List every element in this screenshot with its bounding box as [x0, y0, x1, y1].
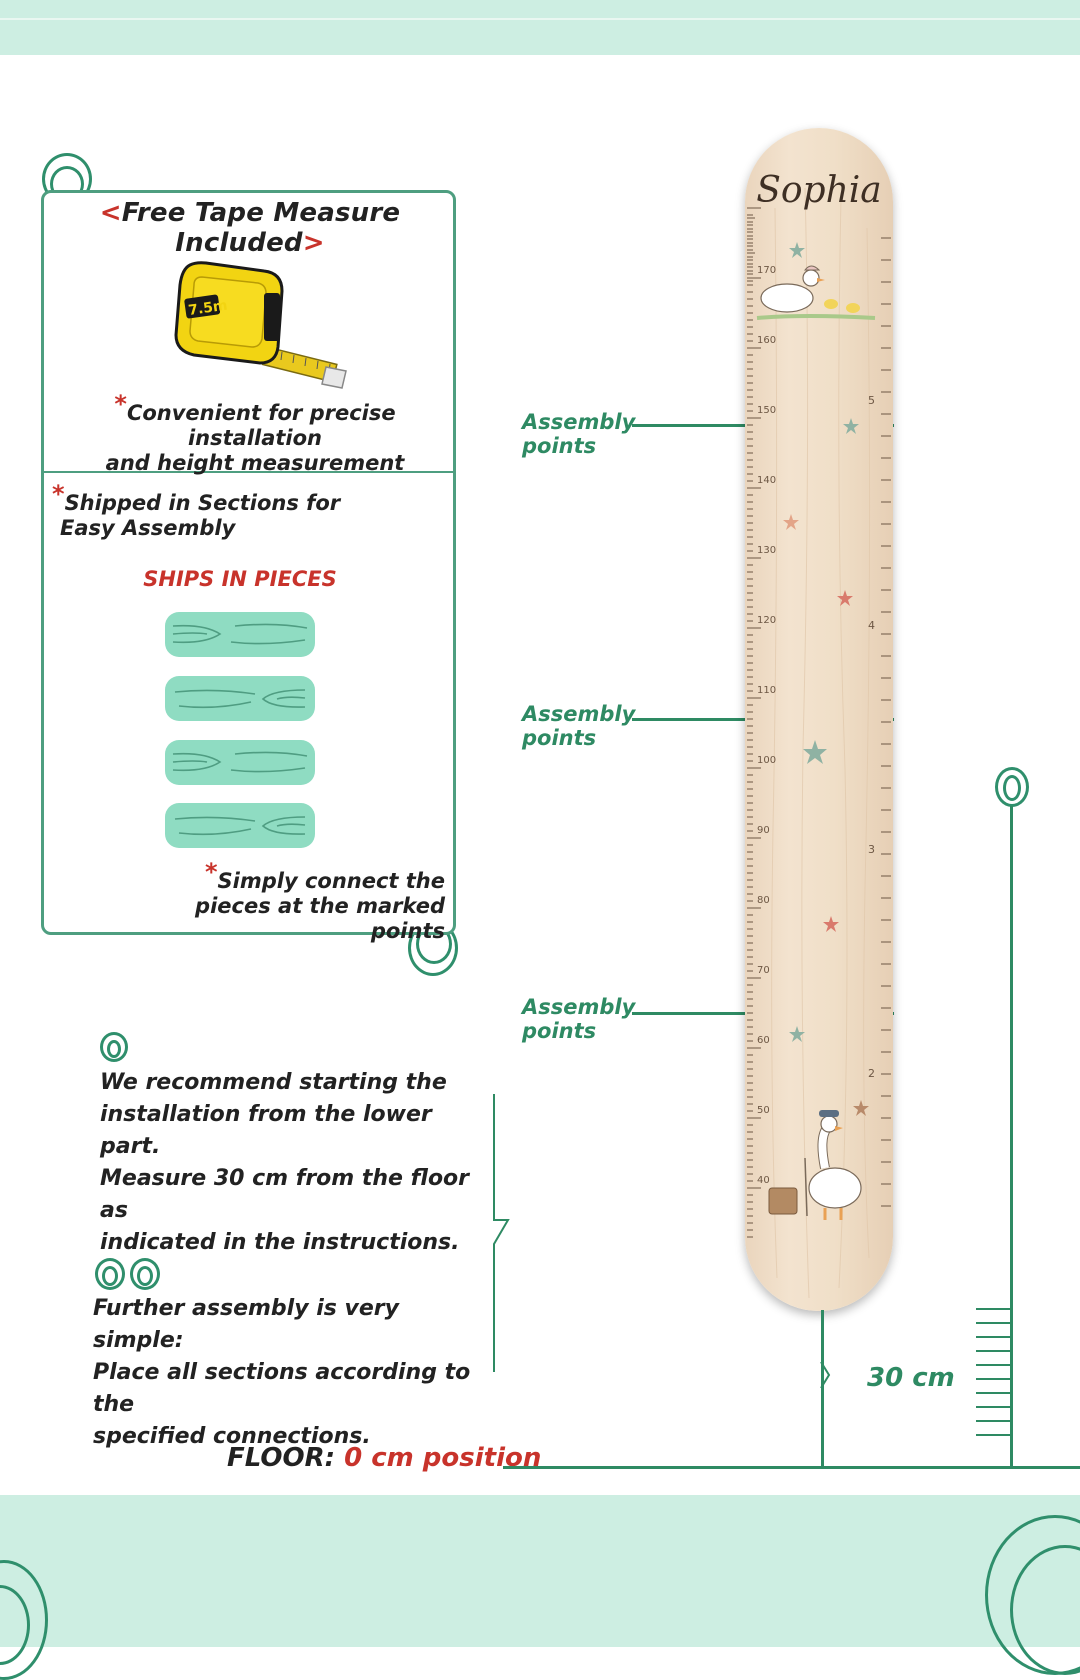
- assembly-3-line2: points: [522, 1019, 597, 1043]
- cm-mark-70: 70: [757, 965, 770, 976]
- floor-label: FLOOR: 0 cm position: [227, 1443, 541, 1473]
- step2-ring-b-icon: [130, 1258, 160, 1290]
- step2-ring-a-icon: [95, 1258, 125, 1290]
- right-tick-9: [976, 1420, 1010, 1422]
- simply-asterisk: *: [204, 858, 218, 886]
- cm-mark-120: 120: [757, 615, 777, 626]
- title-bracket-close: >: [302, 228, 325, 258]
- recommend-line3: Measure 30 cm from the floor as: [100, 1166, 470, 1223]
- recommend-line4: indicated in the instructions.: [100, 1230, 460, 1255]
- assembly-1-line2: points: [522, 434, 597, 458]
- convenient-note: *Convenient for precise installation and…: [60, 392, 450, 476]
- tape-title: <Free Tape Measure Included>: [50, 198, 450, 258]
- info-box-divider: [41, 471, 456, 473]
- small-brace-icon: [820, 1361, 831, 1389]
- simply-line1: Simply connect the: [217, 869, 445, 893]
- shipped-line2: Easy Assembly: [60, 516, 236, 540]
- right-tick-8: [976, 1406, 1010, 1408]
- convenient-asterisk: *: [114, 390, 127, 418]
- ships-in-pieces-label: SHIPS IN PIECES: [143, 567, 337, 591]
- cm-mark-140: 140: [757, 475, 777, 486]
- simply-connect-note: *Simply connect the pieces at the marked…: [130, 860, 445, 944]
- assembly-3-line1: Assembly: [522, 995, 636, 1019]
- assembly-2-line2: points: [522, 726, 597, 750]
- assembly-1-line1: Assembly: [522, 410, 636, 434]
- floor-label-text: FLOOR:: [227, 1443, 336, 1473]
- right-tick-4: [976, 1350, 1010, 1352]
- step1-ring-inner-icon: [107, 1040, 121, 1058]
- shipped-note: *Shipped in Sections for Easy Assembly: [52, 482, 382, 541]
- step2-ring-b-inner-icon: [137, 1266, 153, 1286]
- right-tick-3: [976, 1336, 1010, 1338]
- assembly-2-line1: Assembly: [522, 702, 636, 726]
- ruler-ticks: [747, 207, 891, 1238]
- ft-mark-5: 5: [868, 394, 875, 407]
- floor-line: [503, 1466, 1080, 1469]
- recommend-line2: installation from the lower part.: [100, 1102, 432, 1159]
- wood-grain-3-icon: [172, 751, 308, 773]
- wood-grain-icon: [747, 187, 876, 1299]
- right-tick-1: [976, 1308, 1010, 1310]
- shipped-asterisk: *: [52, 480, 65, 508]
- bottom-band: [0, 1495, 1080, 1647]
- right-tick-2: [976, 1322, 1010, 1324]
- cm-mark-40: 40: [757, 1175, 770, 1186]
- further-line2: Place all sections according to the: [93, 1360, 471, 1417]
- piece-1-icon: [165, 612, 315, 657]
- convenient-line2: and height measurement: [105, 451, 405, 475]
- right-pole-line: [1010, 806, 1013, 1468]
- cm-mark-90: 90: [757, 825, 770, 836]
- cm-mark-170: 170: [757, 265, 777, 276]
- top-band: [0, 0, 1080, 55]
- ft-mark-2: 2: [868, 1067, 875, 1080]
- cm-mark-130: 130: [757, 545, 777, 556]
- tape-measure-icon: 7.5m: [174, 261, 347, 389]
- title-text: Free Tape Measure Included: [121, 198, 401, 258]
- cm-mark-100: 100: [757, 755, 777, 766]
- piece-4-icon: [165, 803, 315, 848]
- ring-right-pole-icon: [995, 767, 1029, 807]
- piece-2-icon: [165, 676, 315, 721]
- cm-mark-150: 150: [757, 405, 777, 416]
- recommend-line1: We recommend starting the: [100, 1070, 447, 1095]
- piece-3-icon: [165, 740, 315, 785]
- wood-grain-4-icon: [174, 816, 306, 836]
- cm-mark-110: 110: [757, 685, 777, 696]
- further-line1: Further assembly is very simple:: [93, 1296, 399, 1353]
- ft-mark-4: 4: [868, 619, 875, 632]
- cm-mark-160: 160: [757, 335, 777, 346]
- wood-grain-1-icon: [172, 623, 308, 645]
- cm-mark-80: 80: [757, 895, 770, 906]
- simply-line2: pieces at the marked points: [195, 894, 445, 943]
- recommend-text: We recommend starting the installation f…: [100, 1067, 480, 1259]
- right-tick-10: [976, 1434, 1010, 1436]
- tape-brand: 7.5m: [187, 298, 228, 319]
- right-tick-6: [976, 1378, 1010, 1380]
- wood-grain-2-icon: [174, 689, 306, 709]
- step2-ring-a-inner-icon: [102, 1266, 118, 1286]
- curly-brace-icon: [493, 1094, 510, 1372]
- top-band-line: [0, 18, 1080, 20]
- shipped-line1: Shipped in Sections for: [64, 491, 341, 515]
- convenient-line1: Convenient for precise installation: [126, 401, 396, 450]
- further-line3: specified connections.: [93, 1424, 371, 1449]
- cm-mark-50: 50: [757, 1105, 770, 1116]
- chart-name: Sophia: [756, 170, 882, 211]
- height-30cm-label: 30 cm: [867, 1363, 955, 1393]
- right-tick-5: [976, 1364, 1010, 1366]
- chart-bottom-line: [821, 1310, 824, 1468]
- ring-right-pole-inner-icon: [1003, 775, 1021, 801]
- further-text: Further assembly is very simple: Place a…: [93, 1293, 483, 1453]
- title-bracket-open: <: [99, 198, 122, 228]
- step1-ring-icon: [100, 1032, 128, 1062]
- cm-mark-60: 60: [757, 1035, 770, 1046]
- growth-chart: Sophia 170 160 150 140 130 120 110 100 9…: [745, 128, 893, 1311]
- ft-mark-3: 3: [868, 843, 875, 856]
- right-tick-7: [976, 1392, 1010, 1394]
